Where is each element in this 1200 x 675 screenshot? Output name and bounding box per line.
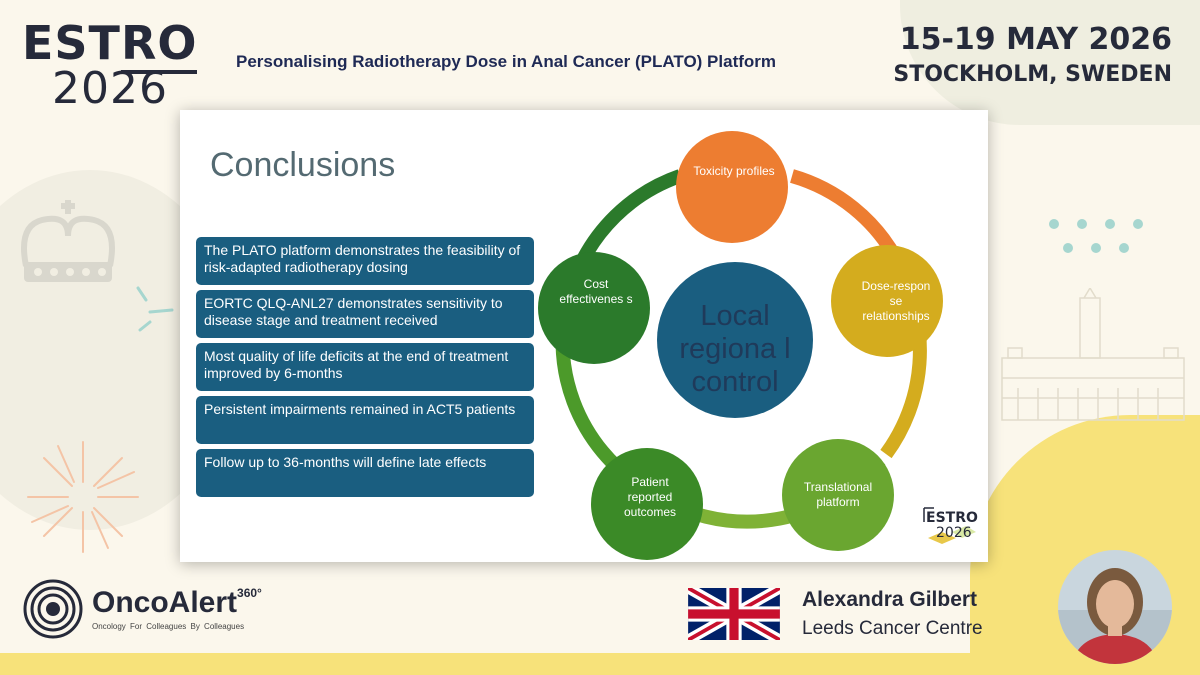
- node-label-cost: Cost effectivenes s: [559, 277, 633, 306]
- cycle-diagram: [538, 131, 943, 560]
- speaker-name: Alexandra Gilbert: [802, 588, 978, 611]
- list-item: EORTC QLQ-ANL27 demonstrates sensitivity…: [196, 290, 534, 338]
- node-label-toxicity: Toxicity profiles: [693, 164, 775, 178]
- oncoalert-superscript: 360°: [237, 586, 262, 600]
- conclusions-list: The PLATO platform demonstrates the feas…: [196, 237, 534, 502]
- event-location: STOCKHOLM, SWEDEN: [893, 62, 1172, 87]
- background-band: [0, 653, 1200, 675]
- page-title: Personalising Radiotherapy Dose in Anal …: [236, 52, 777, 71]
- event-dates: 15-19 MAY 2026: [899, 22, 1172, 57]
- oncoalert-logo: OncoAlert360° Oncology For Colleagues By…: [22, 578, 262, 645]
- diagram-center-circle: [657, 262, 813, 418]
- logo-cube-icon: [923, 507, 976, 544]
- event-info: 15-19 MAY 2026 STOCKHOLM, SWEDEN: [893, 20, 1172, 90]
- diagram-node-patient-reported: [591, 448, 703, 560]
- slide-title: Conclusions: [210, 146, 396, 184]
- speaker-affiliation: Leeds Cancer Centre: [802, 618, 983, 639]
- list-item: Most quality of life deficits at the end…: [196, 343, 534, 391]
- node-label-patient-reported: Patient reported outcomes: [623, 475, 677, 519]
- avatar: [1058, 550, 1172, 664]
- logo-estro-prefix: EST: [22, 16, 121, 70]
- diagram-node-cost: [538, 252, 650, 364]
- logo-estro-suffix: RO: [120, 16, 198, 74]
- oncoalert-tagline: Oncology For Colleagues By Colleagues: [92, 622, 245, 631]
- node-label-translational: Translational platform: [803, 480, 873, 509]
- presentation-slide: Conclusions The PLATO platform demonstra…: [180, 110, 988, 562]
- list-item: Follow up to 36-months will define late …: [196, 449, 534, 497]
- rays-icon: [136, 286, 174, 332]
- city-hall-illustration: [1001, 288, 1185, 421]
- crown-icon: [21, 200, 115, 282]
- diagram-center-label: Local regiona l control: [679, 300, 791, 398]
- list-item: Persistent impairments remained in ACT5 …: [196, 396, 534, 444]
- diagram-node-toxicity: [676, 131, 788, 243]
- logo-year: 2026: [52, 63, 168, 114]
- dots-decoration: [1049, 219, 1143, 253]
- speaker-photo: [1058, 550, 1172, 664]
- burst-icon: [27, 441, 139, 553]
- mini-logo-year: 2026: [936, 525, 972, 541]
- oncoalert-name: OncoAlert: [92, 586, 238, 619]
- slide-estro-logo: ESTRO 2026: [922, 502, 978, 550]
- oncoalert-rings-icon: [23, 579, 83, 639]
- diagram-node-translational: [782, 439, 894, 551]
- uk-flag-icon: [688, 588, 780, 640]
- node-label-dose-response: Dose-respon se relationships: [861, 279, 931, 323]
- mini-logo-estro: ESTRO: [926, 510, 978, 526]
- estro-logo: ESTRO 2026: [22, 16, 198, 114]
- list-item: The PLATO platform demonstrates the feas…: [196, 237, 534, 285]
- diagram-node-dose-response: [831, 245, 943, 357]
